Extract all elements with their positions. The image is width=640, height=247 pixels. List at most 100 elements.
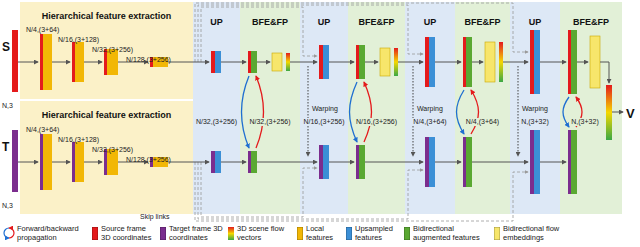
flow-arrow — [329, 62, 354, 63]
dimension-label: N/32,(3+256) — [92, 146, 133, 154]
flow-arrow — [52, 162, 70, 163]
warping-arrow — [308, 66, 518, 156]
legend-text: Upsampled features — [355, 224, 401, 242]
upsampled-feature-block — [534, 130, 540, 194]
label-slot: Warping — [521, 97, 549, 115]
scene-flow-bar — [606, 85, 612, 140]
dimension-label: N/16,(3+256) — [355, 118, 398, 126]
flow-arrow — [365, 162, 423, 163]
bfe-fp-band: BFE&FP — [240, 2, 300, 214]
legend-text: Bidirectional augmented features — [413, 224, 491, 242]
upsampled-feature-block — [425, 37, 429, 87]
flow-arrow — [612, 112, 623, 113]
band-title: BFE&FP — [252, 18, 288, 28]
legend-swatch — [346, 227, 352, 240]
source-feature-block — [75, 42, 84, 82]
target-feature-block — [40, 134, 43, 190]
label-slot: N,(3+32) — [520, 110, 549, 128]
upsampled-feature-block — [534, 30, 540, 94]
upsampled-feature-block — [530, 130, 534, 194]
flow-arrow — [18, 62, 623, 162]
augmented-feature-block — [251, 51, 257, 73]
backward-propagation-arc — [256, 76, 264, 148]
warping-label: Warping — [521, 105, 549, 113]
augmented-feature-block — [248, 30, 577, 194]
band-title: BFE&FP — [573, 18, 609, 28]
upsampled-feature-block — [319, 45, 323, 79]
legend-slot: 3D scene flow vectors — [237, 224, 293, 242]
augmented-feature-block — [568, 130, 571, 194]
upsampled-feature-block — [425, 137, 429, 187]
legend-slot: Target frame 3D coordinates — [169, 224, 225, 242]
source-feature-block — [40, 34, 43, 90]
label-slot: N/16,(3+128) — [58, 28, 99, 46]
legend-sample — [9, 228, 14, 238]
dimension-label: N/16,(3+256) — [302, 118, 345, 126]
flow-arrow — [84, 62, 102, 63]
upsampled-feature-block — [211, 151, 215, 173]
scene-flow-bar — [394, 48, 398, 76]
band-title: UP — [210, 18, 223, 28]
augmented-feature-block — [466, 37, 472, 87]
augmented-feature-block — [568, 30, 571, 94]
flow-arrow — [290, 62, 317, 63]
flow-arrow — [435, 62, 461, 63]
label-slot: N,3 — [2, 194, 13, 212]
label-slot: Skip links — [140, 205, 170, 223]
dimension-label: N,3 — [2, 102, 13, 110]
flow-embedding-block — [485, 42, 495, 82]
skip-link-line — [198, 162, 423, 219]
upsampled-feature-block — [530, 30, 534, 94]
skip-links-label: Skip links — [140, 213, 170, 221]
label-slot: N/16,(3+256) — [302, 110, 345, 128]
band-title: UP — [318, 18, 331, 28]
flow-arrow — [18, 62, 38, 63]
dimension-label: N/4,(3+64) — [465, 118, 500, 126]
dimension-label: N/16,(3+128) — [58, 36, 99, 44]
legend-slot: Source frame 3D coordinates — [101, 224, 157, 242]
label-slot: N/16,(3+256) — [355, 110, 398, 128]
upsampling-band: UP — [193, 2, 240, 214]
label-slot: S — [2, 37, 10, 55]
backward-propagation-arc — [256, 76, 582, 148]
flow-arrow — [398, 62, 423, 63]
dimension-label: N/32,(3+256) — [92, 46, 133, 54]
augmented-feature-block — [248, 51, 251, 73]
band-title: UP — [424, 18, 437, 28]
forward-propagation-arc — [242, 76, 570, 148]
flow-arrow — [52, 62, 70, 63]
flow-arrow — [503, 62, 528, 63]
band-title: BFE&FP — [465, 18, 501, 28]
dimension-label: N,(3+32) — [520, 118, 549, 126]
label-slot: N/4,(3+64) — [26, 118, 59, 136]
frame-letter: S — [2, 41, 10, 54]
frame-letter: T — [2, 141, 9, 154]
backward-propagation-arc — [471, 90, 479, 134]
band-title: UP — [529, 18, 542, 28]
legend-sample — [228, 227, 234, 240]
dimension-label: N/128,(3+256) — [126, 56, 171, 64]
legend-swatch — [297, 227, 303, 240]
forward-propagation-arc — [350, 82, 358, 142]
upsampled-feature-block — [319, 145, 323, 179]
warping-arrow — [413, 66, 414, 156]
dimension-label: N/32,(3+256) — [248, 118, 291, 126]
flow-arrow — [472, 162, 528, 163]
label-slot: Warping — [311, 97, 339, 115]
backward-propagation-arc — [364, 82, 372, 142]
output-label: V — [626, 107, 635, 121]
label-slot: N/4,(3+64) — [465, 110, 500, 128]
flow-arrow — [221, 162, 246, 163]
dimension-label: N/4,(3+64) — [26, 126, 59, 134]
flow-arrow — [168, 162, 209, 163]
label-slot: T — [2, 137, 9, 155]
skip-link-line — [195, 3, 528, 221]
augmented-feature-block — [251, 151, 257, 173]
dimension-label: N/32,(3+256) — [195, 118, 238, 126]
band-title: Hierarchical feature extraction — [42, 12, 172, 22]
augmented-feature-block — [571, 30, 577, 94]
target-feature-block — [43, 134, 52, 190]
warping-label: Warping — [416, 105, 444, 113]
